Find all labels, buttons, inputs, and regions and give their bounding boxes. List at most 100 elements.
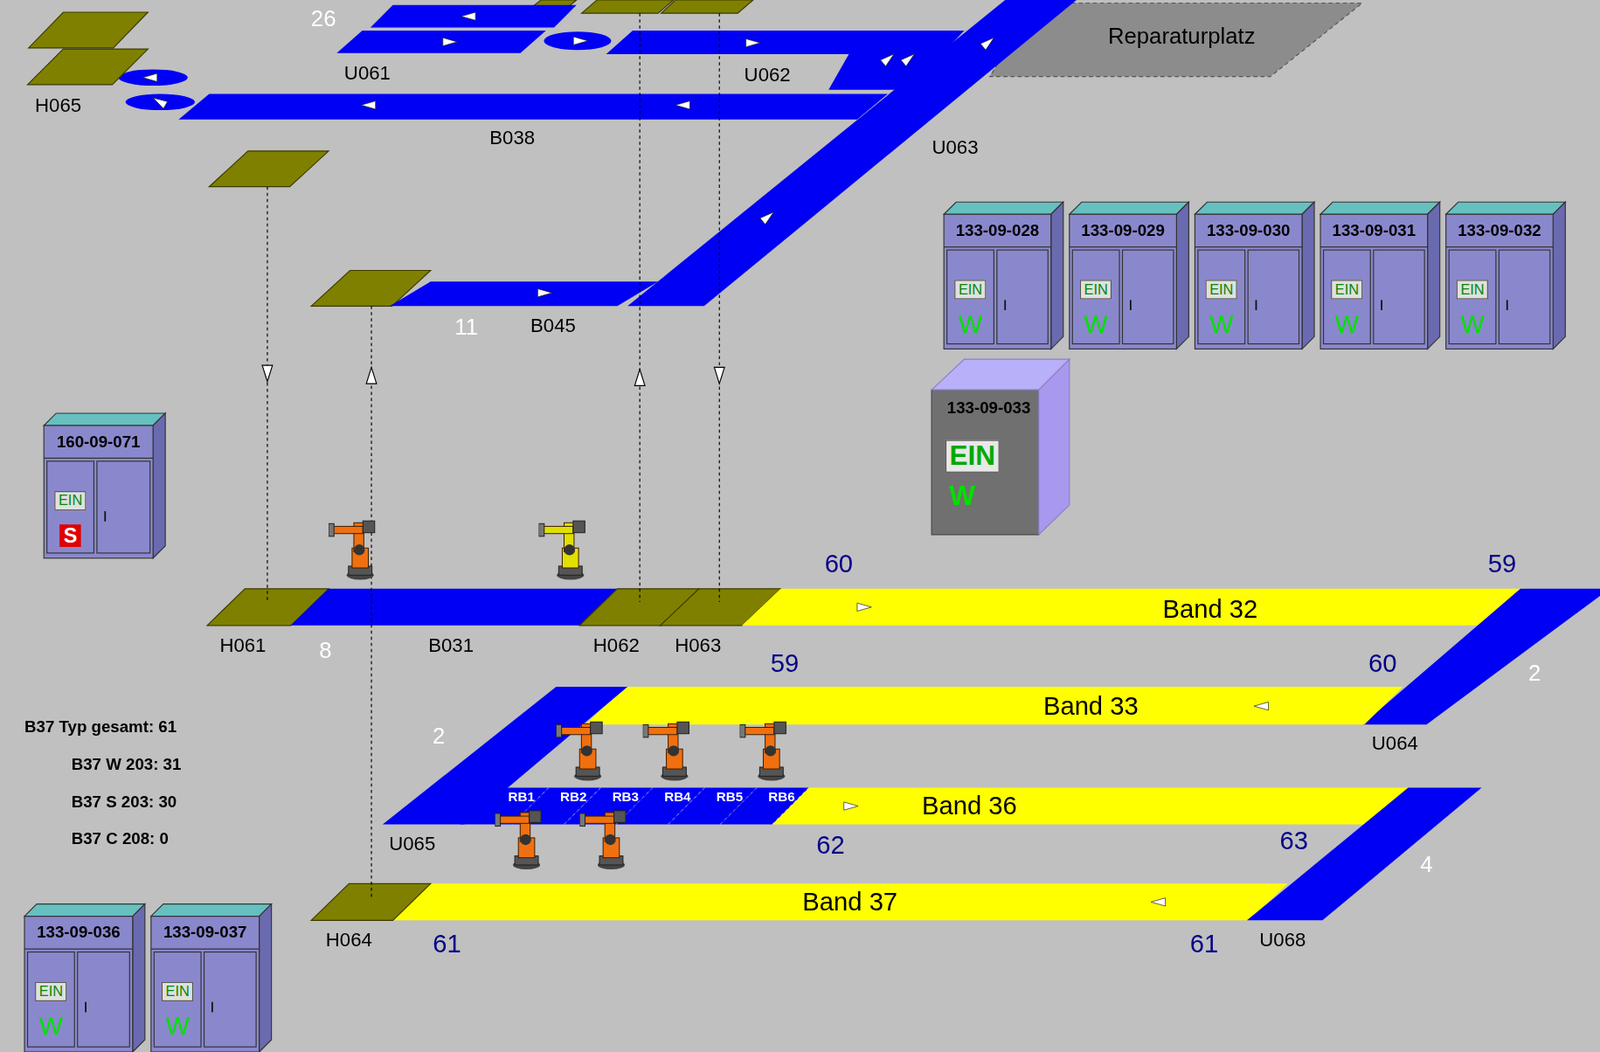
control-cabinet: 133-09-028EIN W <box>943 201 1064 349</box>
band-name: Band 36 <box>921 792 1018 821</box>
band-name: Band 37 <box>802 887 898 916</box>
control-cabinet: 133-09-030EIN W <box>1194 201 1315 349</box>
counter-text: B37 Typ gesamt: 61 <box>24 717 177 736</box>
control-cabinet: 133-09-033EIN W <box>931 359 1070 535</box>
segment-number: 2 <box>432 724 445 749</box>
cabinet-id: 133-09-031 <box>1332 221 1417 241</box>
control-cabinet: 133-09-031EIN W <box>1320 201 1441 349</box>
position-number: 59 <box>770 649 799 678</box>
segment-shape <box>741 588 1526 626</box>
conveyor-name: B038 <box>489 128 535 150</box>
status-w: W <box>948 481 976 513</box>
conveyor-name: U065 <box>388 834 436 856</box>
conveyor-segment: Band 33 <box>585 686 1403 725</box>
conveyor-segment: B031 <box>290 588 618 626</box>
conveyor-name: H061 <box>219 635 266 657</box>
status-w: W <box>1083 310 1109 339</box>
status-w: W <box>1335 310 1360 339</box>
band-name: Band 32 <box>1163 595 1259 624</box>
segment-number: 11 <box>454 315 478 340</box>
robot-station-name: RB1 <box>508 789 535 805</box>
conveyor-name: U062 <box>744 64 791 86</box>
segment-number: 4 <box>1419 852 1433 878</box>
counter-text: B37 C 208: 0 <box>71 830 169 849</box>
on-button: EIN <box>1330 279 1364 300</box>
control-cabinet: 160-09-071EIN S <box>43 413 166 559</box>
conveyor-segment: U064 <box>1362 588 1600 725</box>
position-number: 63 <box>1279 826 1308 855</box>
status-w: W <box>165 1012 190 1041</box>
conveyor-segment: U061 <box>334 5 580 55</box>
conveyor-segment: Band 37 <box>393 883 1289 921</box>
position-number: 59 <box>1488 550 1517 579</box>
robot-station-name: RB4 <box>664 789 691 805</box>
conveyor-name: H063 <box>674 635 721 657</box>
conveyor-name: H064 <box>325 930 373 952</box>
status-w: W <box>1460 310 1485 339</box>
on-button: EIN <box>1456 279 1490 300</box>
control-cabinet: 133-09-037EIN W <box>151 904 272 1052</box>
cabinet-id: 160-09-071 <box>56 432 141 451</box>
conveyor-segment: B045 <box>389 281 659 306</box>
robot-station-name: RB5 <box>716 789 743 805</box>
control-cabinet: 133-09-029EIN W <box>1069 201 1190 349</box>
segment-shape <box>389 281 659 306</box>
position-number: 60 <box>1368 649 1397 678</box>
conveyor-name: U068 <box>1259 930 1306 952</box>
status-w: W <box>1209 310 1234 339</box>
conveyor-segment: Band 36 <box>772 788 1408 825</box>
position-number: 62 <box>816 831 845 859</box>
conveyor-segment: B038 <box>178 93 888 119</box>
status-w: W <box>39 1012 64 1041</box>
conveyor-segment: Band 32 <box>741 588 1526 626</box>
segment-number: 8 <box>318 638 332 664</box>
position-number: 61 <box>1190 929 1219 958</box>
cabinet-id: 133-09-037 <box>163 923 248 942</box>
segment-number: 2 <box>1528 661 1541 686</box>
conveyor-name: B031 <box>428 635 474 657</box>
segment-shape <box>178 93 888 119</box>
conveyor-segment: H064 <box>311 883 431 921</box>
robot-station-name: RB3 <box>612 789 639 805</box>
cabinet-id: 133-09-033 <box>947 399 1032 418</box>
segment-shape <box>334 5 580 55</box>
on-button: EIN <box>945 440 1000 473</box>
cabinet-id: 133-09-030 <box>1206 221 1291 241</box>
on-button: EIN <box>1205 279 1238 300</box>
segment-shape <box>25 12 148 85</box>
cabinet-id: 133-09-036 <box>36 923 121 942</box>
on-button: EIN <box>1080 279 1113 300</box>
on-button: EIN <box>54 491 87 512</box>
segment-shape <box>772 788 1408 825</box>
cabinet-id: 133-09-028 <box>955 221 1040 241</box>
on-button: EIN <box>34 982 68 1003</box>
counter-text: B37 S 203: 30 <box>71 793 177 812</box>
robot-station-name: RB6 <box>768 789 795 805</box>
segment-number: 26 <box>311 6 337 32</box>
control-cabinet: 133-09-032EIN W <box>1446 201 1566 349</box>
position-number: 61 <box>432 929 461 958</box>
cabinet-id: 133-09-032 <box>1457 221 1542 241</box>
on-button: EIN <box>161 982 194 1003</box>
status-w: W <box>958 310 984 339</box>
counter-text: B37 W 203: 31 <box>71 754 182 774</box>
conveyor-name: U061 <box>344 62 391 84</box>
conveyor-name: U063 <box>931 137 978 159</box>
cabinet-id: 133-09-029 <box>1080 221 1165 241</box>
status-s: S <box>59 524 82 548</box>
robot-station-name: RB2 <box>560 789 587 805</box>
control-cabinet: 133-09-036EIN W <box>24 904 146 1052</box>
segment-shape <box>311 883 431 921</box>
band-name: Band 33 <box>1043 692 1139 721</box>
conveyor-name: H062 <box>593 635 640 657</box>
conveyor-name: H065 <box>34 95 82 117</box>
conveyor-name: B045 <box>530 315 576 337</box>
segment-shape <box>585 686 1403 725</box>
segment-shape <box>1362 588 1600 725</box>
position-number: 60 <box>824 550 853 579</box>
area-name: Reparaturplatz <box>1108 24 1256 49</box>
conveyor-segment: H065 <box>25 12 148 85</box>
on-button: EIN <box>954 279 987 300</box>
conveyor-name: U064 <box>1371 733 1419 755</box>
